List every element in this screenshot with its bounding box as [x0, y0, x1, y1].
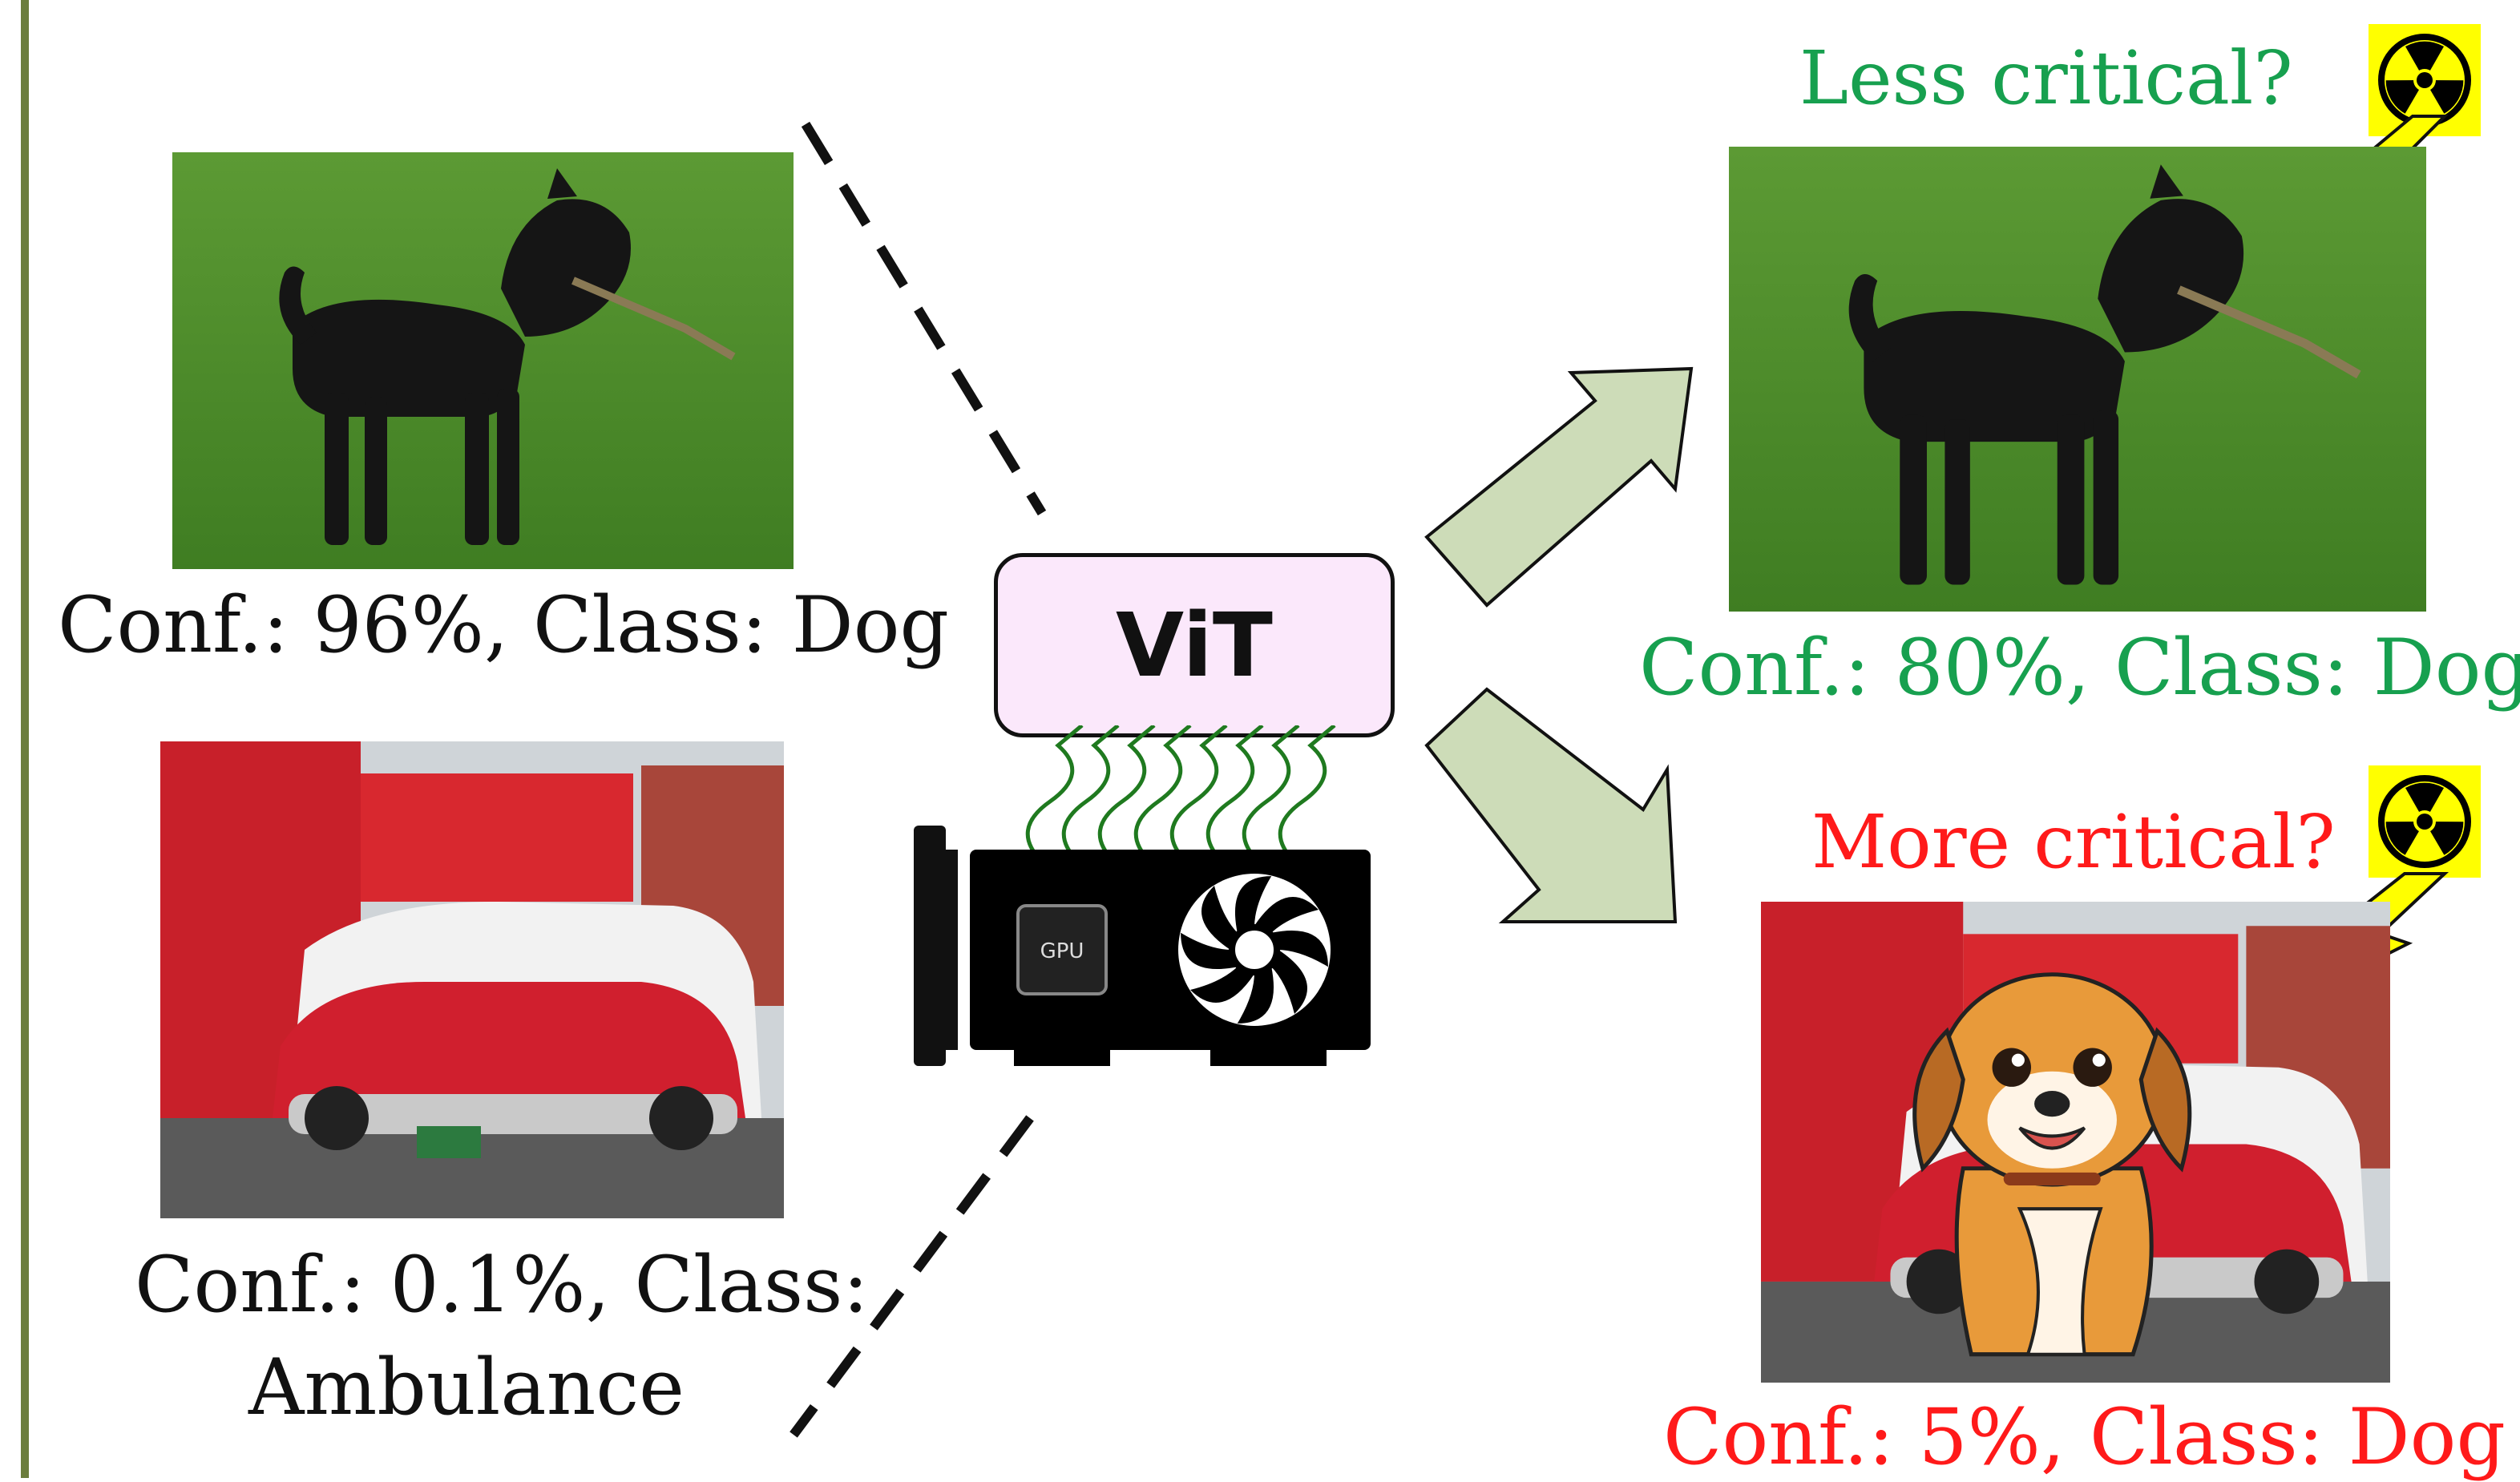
gpu-chip-label: GPU	[1040, 939, 1084, 963]
arrow-down-right-icon	[1424, 687, 1678, 923]
gpu-card-icon: GPU	[914, 818, 1371, 1082]
fan-icon	[1178, 874, 1331, 1026]
wires-icon	[1025, 725, 1336, 863]
dog-input-caption: Conf.: 96%, Class: Dog	[58, 580, 949, 670]
more-critical-caption: Conf.: 5%, Class: Dog	[1663, 1392, 2506, 1482]
cartoon-puppy	[1912, 972, 2192, 1357]
ambulance-photo-output	[1761, 902, 2390, 1383]
ambulance-input-caption-line1: Conf.: 0.1%, Class:	[135, 1240, 869, 1330]
dog-photo-input	[172, 152, 794, 569]
ambulance-input-caption-line2: Ambulance	[248, 1343, 685, 1432]
vit-model-box: ViT	[994, 553, 1395, 737]
more-critical-title: More critical?	[1811, 799, 2336, 885]
ambulance-photo-input	[160, 741, 784, 1218]
arrow-up-right-icon	[1424, 366, 1694, 608]
less-critical-title: Less critical?	[1799, 35, 2293, 121]
radiation-icon	[2369, 765, 2481, 878]
less-critical-caption: Conf.: 80%, Class: Dog	[1639, 623, 2520, 713]
radiation-icon	[2369, 24, 2481, 136]
vit-label: ViT	[1116, 594, 1273, 697]
left-border-rule	[21, 0, 29, 1478]
dog-photo-output	[1729, 147, 2426, 612]
